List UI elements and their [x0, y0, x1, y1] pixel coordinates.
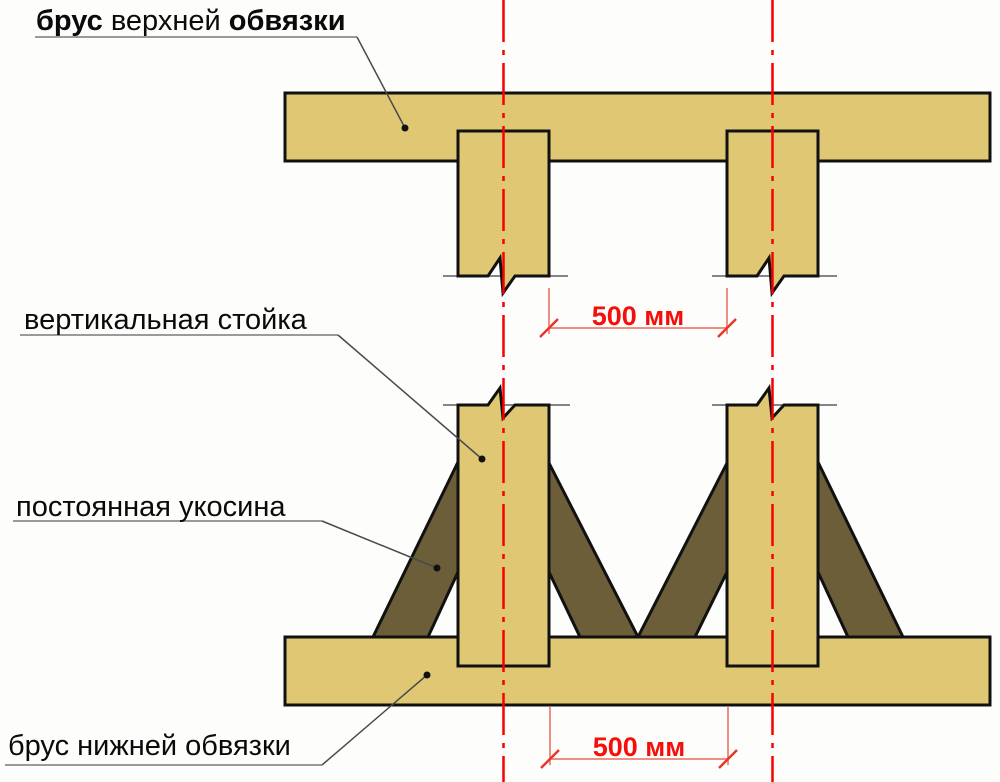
- bottom-plate-beam: [283, 635, 992, 707]
- dimension-text-bottom: 500 мм: [592, 732, 686, 762]
- label-top-beam-word1: брус: [36, 5, 103, 37]
- dim-top-tick-left: [539, 318, 559, 338]
- leader-brace: [321, 520, 438, 569]
- brace-far-left: [370, 461, 460, 639]
- label-top-beam-word3: обвязки: [228, 5, 346, 37]
- leader-post: [337, 334, 483, 460]
- dim-bottom-tick-right: [718, 749, 738, 769]
- label-top-beam: брус верхней обвязки: [36, 6, 346, 36]
- leader-dot-bottom-beam: [423, 671, 431, 679]
- brace-inner-left: [547, 462, 641, 639]
- leader-dot-post: [478, 455, 486, 463]
- leader-dot-brace: [433, 564, 441, 572]
- top-plate-beam: [283, 91, 992, 163]
- brace-inner-right: [635, 462, 729, 639]
- dim-bottom-tick-left: [540, 749, 560, 769]
- dim-top-tick-right: [717, 318, 737, 338]
- label-vertical-post: вертикальная стойка: [24, 304, 307, 336]
- brace-far-right: [816, 461, 906, 639]
- leader-top-beam: [356, 36, 406, 129]
- dimension-text-top: 500 мм: [591, 301, 685, 331]
- label-brace: постоянная укосина: [16, 491, 286, 523]
- leader-bottom-beam: [321, 674, 428, 766]
- label-top-beam-word2: верхней: [110, 5, 221, 37]
- label-bottom-beam: брус нижней обвязки: [8, 730, 291, 762]
- leader-dot-top-beam: [401, 124, 409, 132]
